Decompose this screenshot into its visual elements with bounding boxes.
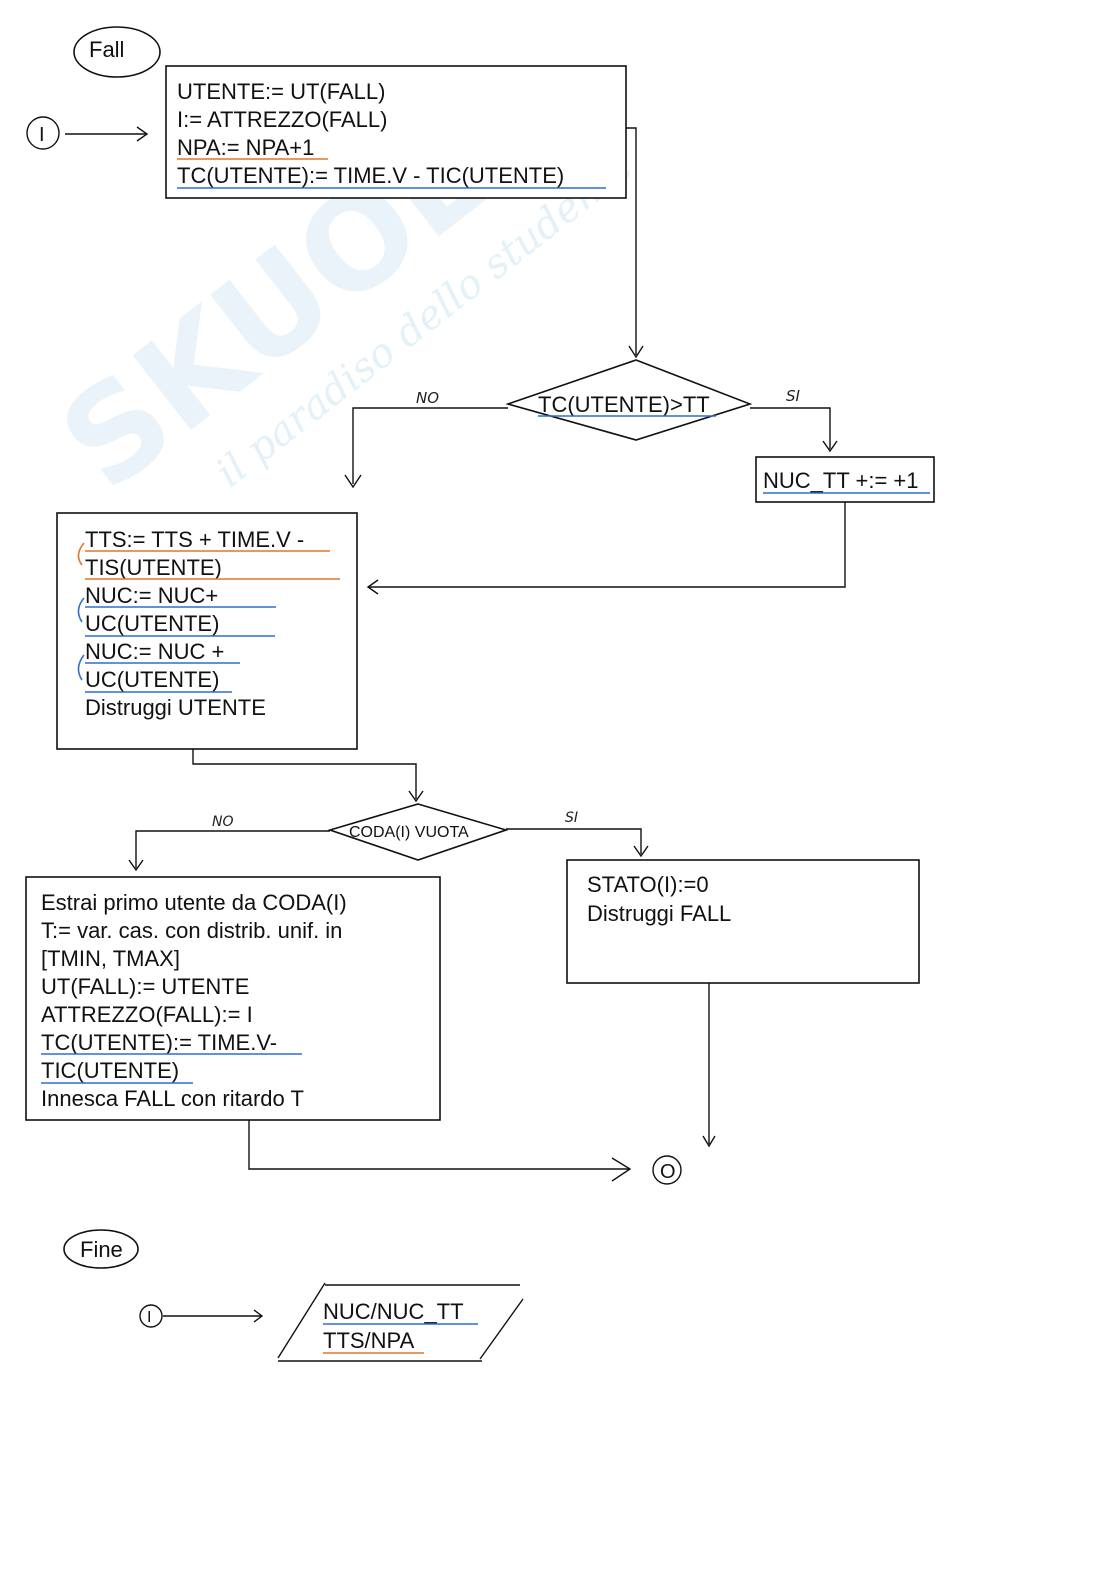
arrow-start-to-block1 (65, 126, 149, 142)
block-no-line-8: Innesca FALL con ritardo T (41, 1086, 304, 1111)
fall-section: Fall I UTENTE:= UT(FALL) I:= ATTREZZO(FA… (25, 26, 935, 1185)
decision2-yes-label: SI (565, 810, 578, 826)
arrow-block1-to-decision1 (626, 127, 644, 359)
block2-line-7: Distruggi UTENTE (85, 695, 266, 720)
fall-title: Fall (89, 37, 124, 62)
arrow-block-yes-to-end (702, 983, 716, 1148)
block2-line-3: NUC:= NUC+ (85, 583, 218, 608)
fine-title-oval: Fine (63, 1229, 139, 1269)
decision1-no-label: NO (416, 389, 439, 407)
fine-output-line-2: TTS/NPA (323, 1328, 415, 1353)
block-yes-line-2: Distruggi FALL (587, 901, 731, 926)
decision2-yes-branch: SI (506, 810, 649, 858)
block-yes-line-1: STATO(I):=0 (587, 872, 709, 897)
decision1-no-branch: NO (344, 389, 508, 489)
fall-start-symbol: I (26, 116, 60, 150)
block-no-process: Estrai primo utente da CODA(I) T:= var. … (25, 876, 441, 1121)
decision2-no-branch: NO (128, 814, 330, 872)
arrow-block2-to-decision2 (192, 749, 424, 803)
arrow-fine-start-to-output (163, 1309, 264, 1323)
block1-line-2: I:= ATTREZZO(FALL) (177, 107, 387, 132)
block2-line-4: UC(UTENTE) (85, 611, 219, 636)
block2-process: TTS:= TTS + TIME.V - TIS(UTENTE) NUC:= N… (56, 512, 358, 750)
fine-section: Fine I NUC/NUC_TT TTS/NPA (63, 1229, 524, 1362)
fall-end-label: O (660, 1161, 676, 1183)
arrow-block-no-to-end (248, 1120, 632, 1182)
block1-process: UTENTE:= UT(FALL) I:= ATTREZZO(FALL) NPA… (165, 65, 627, 199)
fine-output-parallelogram: NUC/NUC_TT TTS/NPA (277, 1282, 524, 1362)
block-no-line-2: T:= var. cas. con distrib. unif. in (41, 918, 342, 943)
bracket-blue-2 (77, 654, 85, 681)
fine-start-symbol: I (139, 1304, 163, 1328)
block-no-line-6: TC(UTENTE):= TIME.V- (41, 1030, 277, 1055)
bracket-orange (77, 542, 85, 566)
block1-line-3: NPA:= NPA+1 (177, 135, 314, 160)
fall-end-symbol: O (652, 1155, 682, 1185)
decision1-diamond: TC(UTENTE)>TT (505, 359, 753, 441)
decision2-label: CODA(I) VUOTA (349, 824, 469, 841)
fall-title-oval: Fall (73, 26, 161, 78)
block-no-line-7: TIC(UTENTE) (41, 1058, 179, 1083)
block-no-line-4: UT(FALL):= UTENTE (41, 974, 249, 999)
block-no-line-1: Estrai primo utente da CODA(I) (41, 890, 347, 915)
fall-start-label: I (39, 124, 45, 146)
fine-output-line-1: NUC/NUC_TT (323, 1299, 464, 1324)
decision1-yes-label: SI (786, 387, 801, 405)
block2-line-6: UC(UTENTE) (85, 667, 219, 692)
decision1-label: TC(UTENTE)>TT (538, 392, 710, 417)
decision2-no-label: NO (212, 814, 234, 830)
nuc-tt-label: NUC_TT +:= +1 (763, 468, 919, 493)
block1-line-1: UTENTE:= UT(FALL) (177, 79, 385, 104)
block-yes-process: STATO(I):=0 Distruggi FALL (566, 859, 920, 984)
decision1-yes-branch: SI (750, 387, 838, 453)
block1-line-4: TC(UTENTE):= TIME.V - TIC(UTENTE) (177, 163, 564, 188)
block-no-line-3: [TMIN, TMAX] (41, 946, 180, 971)
block2-line-1: TTS:= TTS + TIME.V - (85, 527, 304, 552)
fine-title: Fine (80, 1237, 123, 1262)
decision2-diamond: CODA(I) VUOTA (327, 803, 509, 861)
block2-line-2: TIS(UTENTE) (85, 555, 222, 580)
arrow-nuctt-to-block2 (366, 502, 846, 595)
nuc-tt-box: NUC_TT +:= +1 (755, 456, 935, 503)
block-no-line-5: ATTREZZO(FALL):= I (41, 1002, 253, 1027)
bracket-blue-1 (77, 597, 85, 623)
fine-start-label: I (147, 1309, 151, 1326)
block2-line-5: NUC:= NUC + (85, 639, 224, 664)
